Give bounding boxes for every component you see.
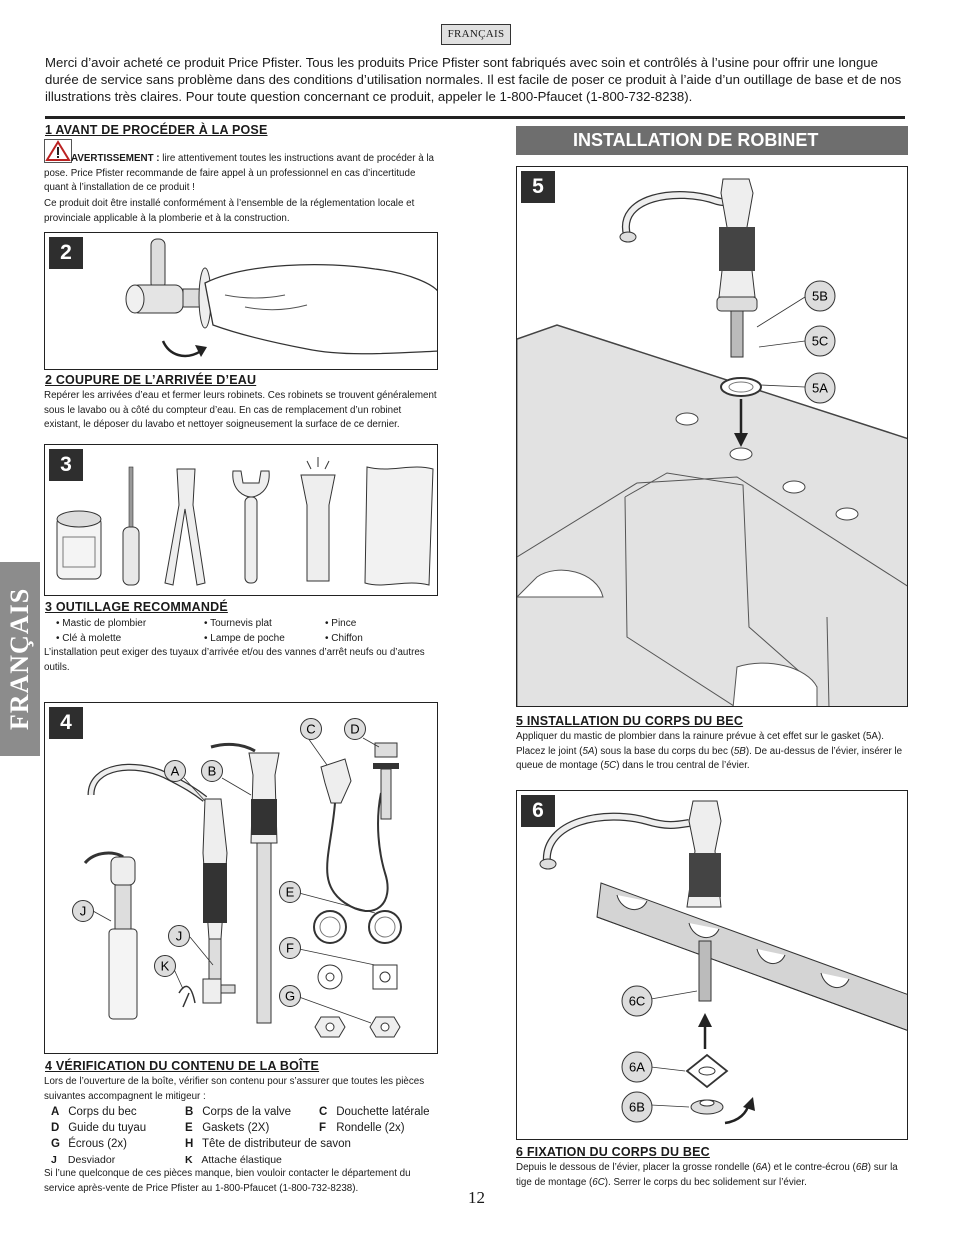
section5-title: 5 INSTALLATION DU CORPS DU BEC [516, 714, 744, 728]
callout-b: B [208, 764, 217, 779]
part-item: F Rondelle (2x) [319, 1122, 405, 1134]
tool-item: • Mastic de plombier [56, 618, 147, 629]
parts-row: D Guide du tuyau E Gaskets (2X) F Rondel… [51, 1120, 445, 1136]
section4-intro: Lors de l’ouverture de la boîte, vérifie… [44, 1076, 425, 1102]
warning-text: lire attentivement toutes les instructio… [44, 153, 435, 194]
section3-title: 3 OUTILLAGE RECOMMANDÉ [45, 600, 228, 614]
section2-text: Repérer les arrivées d’eau et fermer leu… [44, 390, 437, 431]
tool-item: • Lampe de poche [204, 633, 285, 644]
figure-4-box: 4 [44, 702, 438, 1054]
section3-note: L’installation peut exiger des tuyaux d’… [44, 647, 425, 673]
warning-icon [44, 139, 72, 168]
callout-5c: 5C [812, 334, 829, 349]
part-item: E Gaskets (2X) [185, 1122, 270, 1134]
section2-title: 2 COUPURE DE L’ARRIVÉE D’EAU [45, 373, 257, 387]
header-divider [45, 116, 905, 119]
part-item: C Douchette latérale [319, 1106, 430, 1118]
callout-6c: 6C [629, 994, 646, 1009]
figure-3-box: 3 [44, 444, 438, 596]
part-item: H Tête de distributeur de savon [185, 1138, 351, 1150]
figure-2-box: 2 [44, 232, 438, 370]
figure-4-callouts: A B C D E F G J J K [72, 718, 366, 1007]
language-side-tab: FRANÇAIS [0, 562, 40, 756]
callout-5a: 5A [812, 381, 828, 396]
section1-title: 1 AVANT DE PROCÉDER À LA POSE [45, 123, 268, 137]
language-badge: FRANÇAIS [441, 24, 511, 45]
box-contents-illustration [83, 737, 402, 1038]
figure-6-callouts: 6C 6A 6B [621, 985, 698, 1123]
figure-6-number: 6 [521, 795, 555, 827]
tools-row: • Clé à molette • Lampe de poche • Chiff… [56, 631, 363, 646]
figure-3-number: 3 [49, 449, 83, 481]
part-item: D Guide du tuyau [51, 1122, 147, 1134]
callout-f: F [286, 941, 294, 956]
putty-jar-icon [56, 510, 102, 580]
spout-securing-illustration [539, 800, 907, 1125]
section6-text: Depuis le dessous de l’évier, placer la … [516, 1162, 898, 1188]
tools-illustration [56, 457, 434, 586]
parts-row: J Desviador K Attache élastique [51, 1152, 445, 1168]
parts-row: G Écrous (2x) H Tête de distributeur de … [51, 1136, 445, 1152]
rag-icon [364, 466, 434, 586]
tools-row: • Mastic de plombier • Tournevis plat • … [56, 616, 363, 631]
tools-list: • Mastic de plombier • Tournevis plat • … [56, 616, 363, 646]
page-number: 12 [468, 1188, 485, 1207]
section6-title: 6 FIXATION DU CORPS DU BEC [516, 1145, 710, 1159]
section1-compliance: Ce produit doit être installé conforméme… [44, 198, 415, 224]
figure-5-box: 5 5B 5C 5A [516, 166, 908, 707]
callout-e: E [286, 885, 295, 900]
figure-6-box: 6 6C 6A 6B [516, 790, 908, 1140]
figure-2-number: 2 [49, 237, 83, 269]
callout-j1: J [80, 904, 87, 919]
figure-5-number: 5 [521, 171, 555, 203]
installation-section-bar: INSTALLATION DE ROBINET [516, 126, 908, 155]
callout-a: A [171, 764, 180, 779]
section5-text: Appliquer du mastic de plombier dans la … [516, 731, 903, 772]
callout-k: K [161, 959, 170, 974]
tool-item: • Tournevis plat [204, 618, 272, 629]
flashlight-icon [300, 457, 336, 582]
callout-6a: 6A [629, 1060, 645, 1075]
callout-j2: J [176, 929, 183, 944]
section1-warning: AVERTISSEMENT : lire attentivement toute… [44, 152, 438, 196]
screwdriver-icon [122, 466, 140, 586]
callout-6b: 6B [629, 1100, 645, 1115]
warning-label: AVERTISSEMENT : [71, 153, 160, 164]
side-tab-label: FRANÇAIS [5, 587, 34, 731]
section4-footer: Si l’une quelconque de ces pièces manque… [44, 1168, 411, 1194]
tool-item: • Clé à molette [56, 633, 122, 644]
tool-item: • Chiffon [325, 633, 363, 644]
callout-d: D [350, 722, 359, 737]
tool-item: • Pince [325, 618, 357, 629]
shutoff-valve-illustration [125, 238, 437, 358]
pliers-icon [164, 468, 206, 586]
parts-row: A Corps du bec B Corps de la valve C Dou… [51, 1104, 445, 1120]
part-item: J Desviador [51, 1154, 116, 1166]
figure-5-callouts: 5B 5C 5A [756, 280, 836, 404]
part-item: K Attache élastique [185, 1154, 282, 1166]
figure-4-number: 4 [49, 707, 83, 739]
part-item: B Corps de la valve [185, 1106, 292, 1118]
callout-5b: 5B [812, 289, 828, 304]
parts-list: A Corps du bec B Corps de la valve C Dou… [51, 1104, 445, 1168]
callout-g: G [285, 989, 295, 1004]
part-item: G Écrous (2x) [51, 1138, 127, 1150]
adjustable-wrench-icon [232, 470, 270, 584]
spout-installation-illustration [517, 178, 907, 706]
section4-title: 4 VÉRIFICATION DU CONTENU DE LA BOÎTE [45, 1059, 320, 1073]
intro-paragraph: Merci d’avoir acheté ce produit Price Pf… [45, 55, 902, 104]
callout-c: C [306, 722, 315, 737]
part-item: A Corps du bec [51, 1106, 137, 1118]
